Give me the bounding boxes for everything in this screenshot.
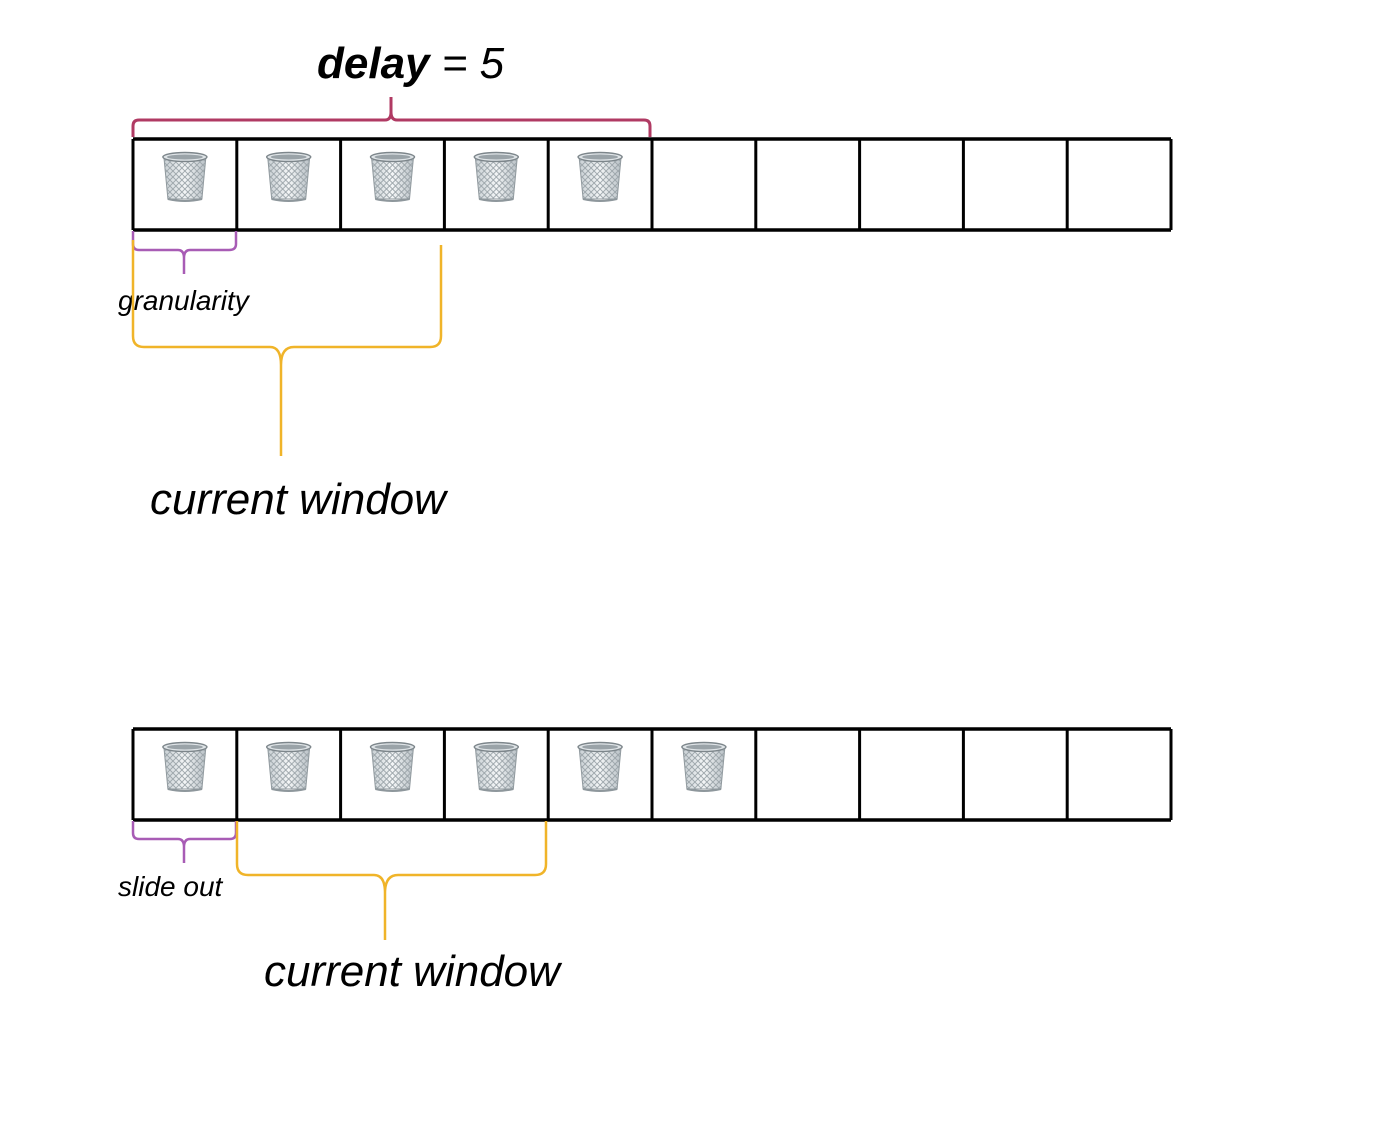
delay-word: delay [317, 39, 432, 88]
trash-can-icon [680, 741, 727, 792]
trash-can-icon [265, 741, 312, 792]
top-window-label: current window [150, 475, 449, 524]
trash-can-icon [265, 151, 312, 202]
slide-out-label: slide out [118, 871, 224, 902]
granularity-label: granularity [118, 285, 251, 316]
bottom-window-label: current window [264, 947, 563, 996]
bottom-bucket-row [131, 727, 1173, 822]
delay-label: delay = 5 [317, 39, 505, 88]
delay-value: = 5 [430, 39, 505, 88]
delay-brace [131, 97, 652, 137]
top-bucket-row [131, 137, 1173, 232]
trash-can-icon [473, 741, 520, 792]
granularity-brace [131, 231, 238, 274]
trash-can-icon [473, 151, 520, 202]
bottom-window-brace [235, 821, 548, 940]
trash-can-icon [369, 741, 416, 792]
trash-can-icon [161, 741, 208, 792]
trash-can-icon [161, 151, 208, 202]
top-window-brace [131, 240, 443, 456]
trash-can-icon [577, 741, 624, 792]
slide-out-brace [131, 821, 238, 863]
trash-can-icon [577, 151, 624, 202]
trash-can-icon [369, 151, 416, 202]
